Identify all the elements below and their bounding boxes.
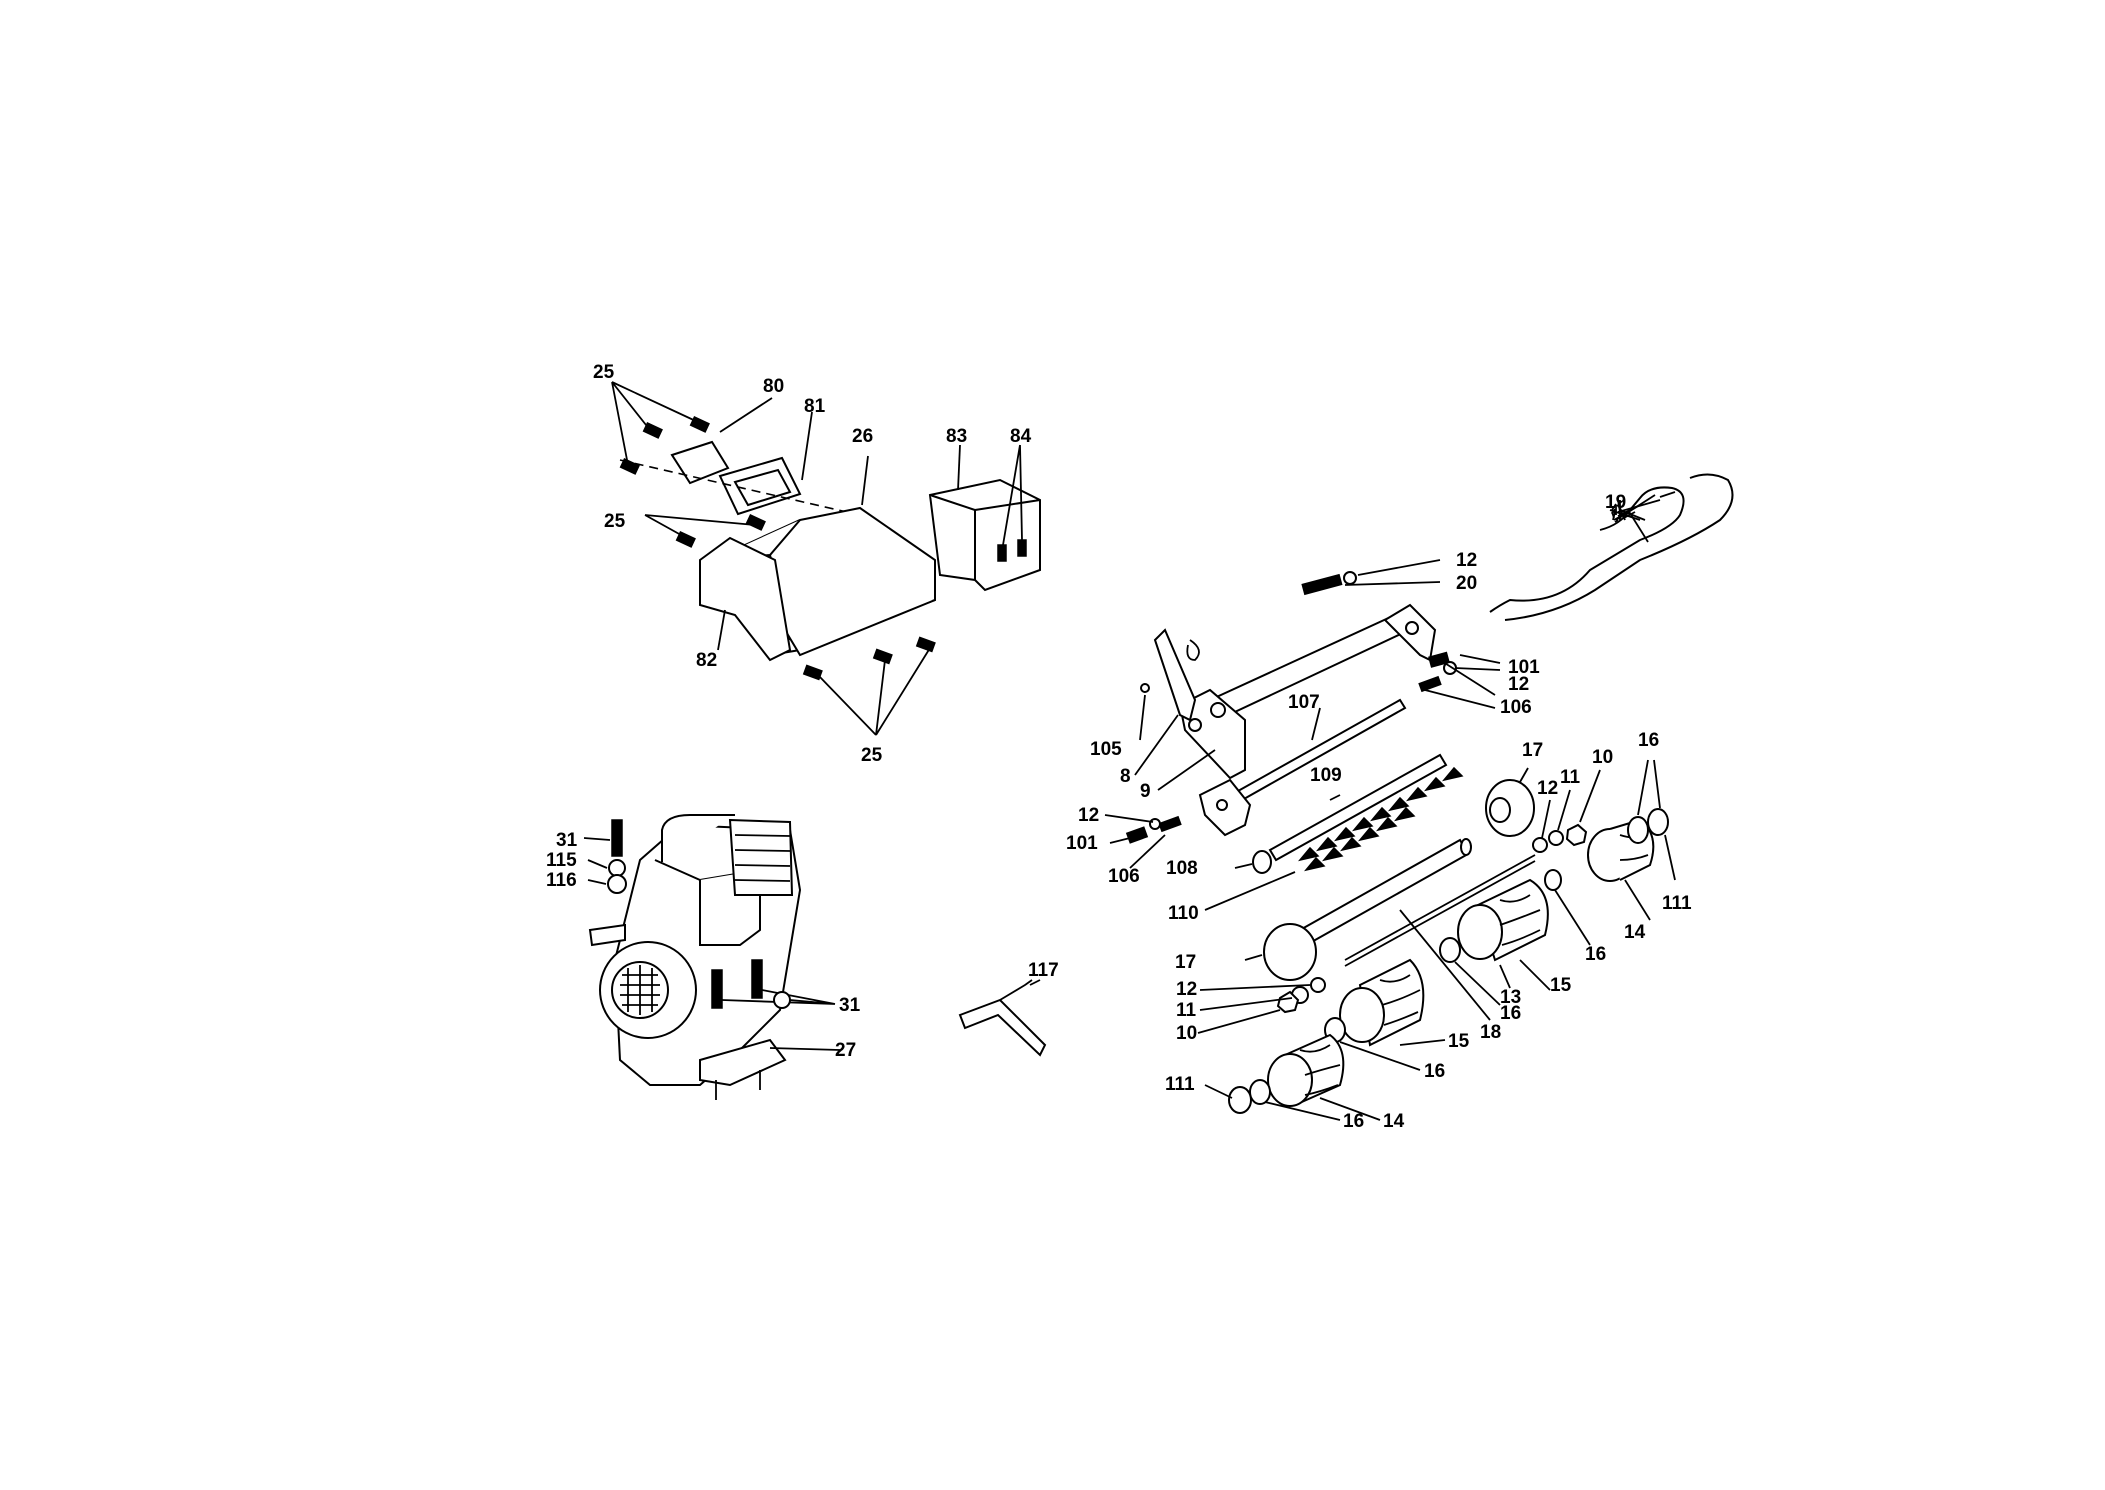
roller-17-lower [1263, 923, 1317, 981]
label-11: 11 [1176, 1000, 1197, 1021]
label-81: 81 [804, 396, 826, 417]
label-15: 15 [1448, 1031, 1470, 1052]
label-9: 9 [1140, 781, 1151, 802]
cover-assembly [611, 381, 1041, 736]
label-18: 18 [1480, 1022, 1501, 1043]
label-106: 106 [1108, 866, 1140, 887]
callout-labels: 25 80 81 26 83 84 25 82 25 31 115 116 31… [546, 362, 1692, 1132]
label-27: 27 [835, 1040, 856, 1061]
label-82: 82 [696, 650, 717, 671]
gasket-plate-80 [670, 440, 730, 485]
label-19: 19 [1605, 492, 1626, 513]
label-10: 10 [1176, 1023, 1197, 1044]
label-10: 10 [1592, 747, 1613, 768]
cutter-teeth [1298, 766, 1464, 872]
label-84: 84 [1010, 426, 1032, 447]
box-83 [928, 478, 1041, 592]
label-31: 31 [839, 995, 861, 1016]
label-80: 80 [763, 376, 784, 397]
label-16: 16 [1500, 1003, 1521, 1024]
alignment-line [619, 459, 861, 516]
label-105: 105 [1090, 739, 1122, 760]
label-25: 25 [593, 362, 615, 383]
engine-assembly [583, 814, 841, 1100]
main-shaft [1298, 838, 1470, 946]
label-16: 16 [1585, 944, 1606, 965]
label-11: 11 [1560, 767, 1581, 788]
label-17: 17 [1175, 952, 1196, 973]
label-25: 25 [604, 511, 626, 532]
label-15: 15 [1550, 975, 1572, 996]
label-109: 109 [1310, 765, 1342, 786]
label-26: 26 [852, 426, 873, 447]
label-111: 111 [1662, 893, 1692, 914]
side-plate-82 [699, 536, 792, 662]
label-117: 117 [1028, 960, 1059, 981]
label-110: 110 [1168, 903, 1199, 924]
label-106: 106 [1500, 697, 1532, 718]
label-20: 20 [1456, 573, 1477, 594]
label-14: 14 [1383, 1111, 1405, 1132]
label-13: 13 [1500, 987, 1521, 1008]
label-115: 115 [546, 850, 577, 871]
label-101: 101 [1066, 833, 1098, 854]
label-12: 12 [1456, 550, 1477, 571]
label-12: 12 [1508, 674, 1529, 695]
bolt-icon [611, 819, 623, 857]
label-31: 31 [556, 830, 578, 851]
label-16: 16 [1343, 1111, 1364, 1132]
label-16: 16 [1638, 730, 1659, 751]
base-plate-27 [699, 1038, 787, 1087]
label-108: 108 [1166, 858, 1198, 879]
allen-key-117 [958, 998, 1047, 1057]
label-107: 107 [1288, 692, 1320, 713]
label-8: 8 [1120, 766, 1131, 787]
label-12: 12 [1078, 805, 1099, 826]
label-12: 12 [1537, 778, 1558, 799]
label-83: 83 [946, 426, 967, 447]
label-111: 111 [1165, 1074, 1195, 1095]
roller-assembly [1104, 473, 1734, 1121]
label-101: 101 [1508, 657, 1540, 678]
bolt-icon [619, 415, 710, 475]
label-16: 16 [1424, 1061, 1445, 1082]
shaft-109 [1268, 753, 1448, 862]
label-17: 17 [1522, 740, 1543, 761]
label-12: 12 [1176, 979, 1197, 1000]
label-116: 116 [546, 870, 577, 891]
label-25: 25 [861, 745, 883, 766]
handle-bar-19 [1489, 473, 1734, 621]
label-14: 14 [1624, 922, 1646, 943]
